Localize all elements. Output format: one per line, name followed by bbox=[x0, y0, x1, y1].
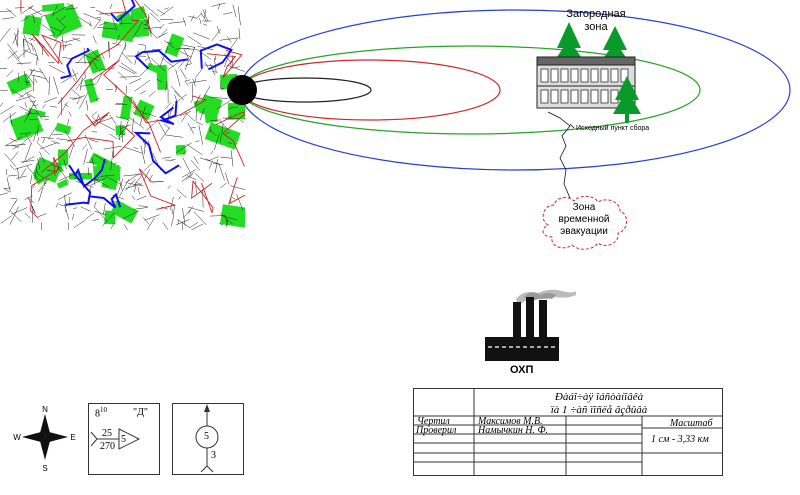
assembly-point-label: Исходный пункт сбора bbox=[576, 125, 650, 132]
assembly-leader bbox=[547, 111, 575, 199]
compass-e: E bbox=[70, 433, 75, 442]
scale-label: Масштаб bbox=[670, 418, 713, 429]
middle-zone-boundary bbox=[239, 59, 501, 121]
wind-letter: "Д" bbox=[133, 407, 148, 418]
checked-by-name: Намычкин Н. Ф. bbox=[478, 425, 549, 436]
scale-value: 1 см - 3,33 км bbox=[651, 434, 709, 445]
suburban-zone-label: Загородная зона bbox=[566, 8, 626, 33]
point-circle-num: 5 bbox=[204, 431, 209, 442]
compass-n: N bbox=[42, 405, 48, 414]
wind-sign-box: 810 "Д" 25 270 5 bbox=[88, 403, 160, 475]
title-block: Ðàáî÷àÿ îáñòàíîâêà ïà 1 ÷àñ ïîñëå âçðûâà… bbox=[413, 388, 723, 476]
tree-icon bbox=[555, 22, 583, 60]
compass-w: W bbox=[13, 433, 21, 442]
hazard-facility-icon bbox=[485, 289, 576, 361]
tree-icon bbox=[613, 76, 641, 114]
inner-zone-boundary bbox=[238, 77, 372, 103]
suburban-zone-boundary bbox=[239, 9, 791, 171]
drawn-by-label: Чертил bbox=[417, 416, 450, 427]
temp-zone-label: Зона временной эвакуации bbox=[558, 202, 610, 237]
wind-num-tri: 5 bbox=[121, 434, 126, 445]
checked-by-label: Проверил bbox=[416, 425, 457, 436]
compass-rose: N S W E bbox=[13, 405, 75, 473]
temp-zone-cloud bbox=[542, 195, 627, 250]
wind-num-bottom: 270 bbox=[100, 441, 115, 452]
country-building bbox=[536, 22, 641, 123]
title-line-1: Ðàáî÷àÿ îáñòàíîâêà bbox=[554, 391, 644, 403]
tree-icon bbox=[601, 26, 629, 62]
city-map bbox=[0, 0, 245, 230]
evacuation-zones bbox=[227, 9, 791, 171]
point-bottom-num: 3 bbox=[211, 450, 216, 461]
point-sign-box: 5 3 bbox=[172, 403, 244, 475]
drawn-by-name: Максимов М.В. bbox=[478, 416, 543, 427]
blast-epicenter bbox=[227, 75, 257, 105]
title-line-2: ïà 1 ÷àñ ïîñëå âçðûâà bbox=[550, 404, 648, 416]
wind-exponent: 810 bbox=[95, 406, 107, 420]
wind-num-top: 25 bbox=[102, 428, 112, 439]
hazard-facility-label: ОХП bbox=[510, 364, 534, 376]
compass-s: S bbox=[42, 464, 47, 473]
